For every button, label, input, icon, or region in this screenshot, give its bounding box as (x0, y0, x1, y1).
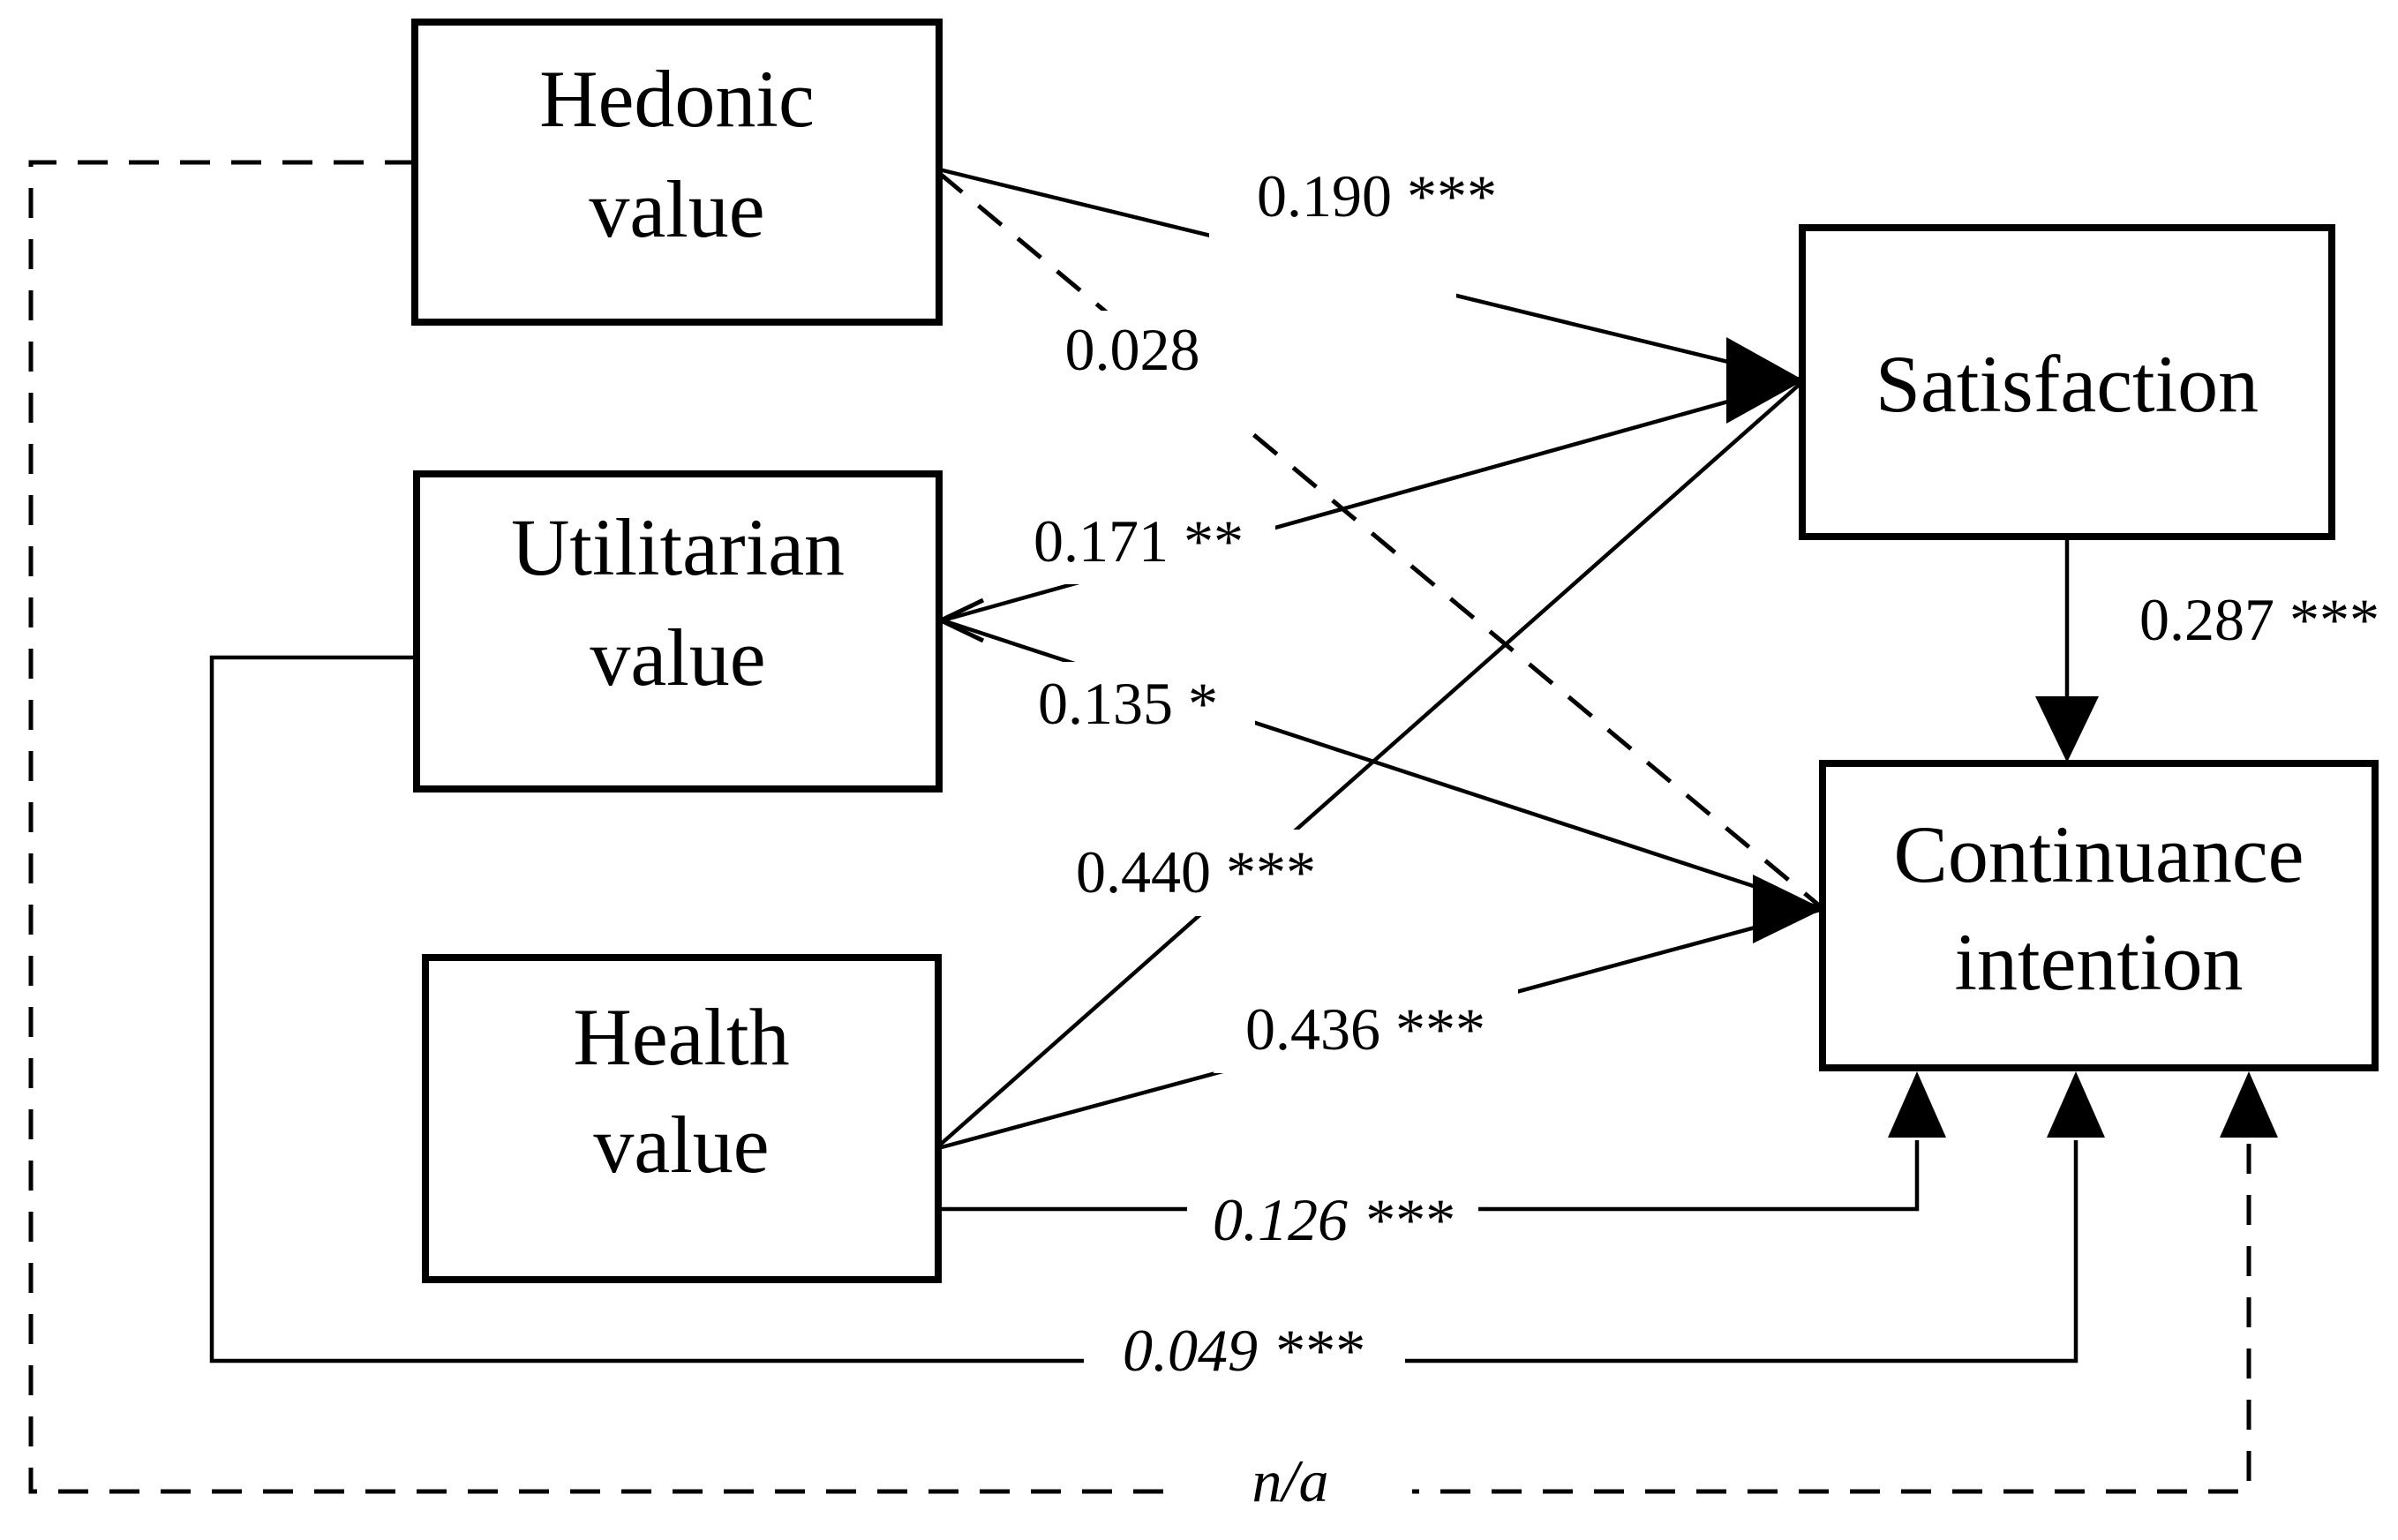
utilitarian-label-line1: Utilitarian (511, 502, 845, 592)
hedonic-box (411, 19, 943, 326)
arrowheads (936, 337, 2278, 1138)
utilitarian-right-chevron-arrowhead (936, 597, 985, 643)
hedonic-label-line1: Hedonic (539, 54, 815, 144)
label-bg-na (1183, 1435, 1412, 1529)
coefficient-labels: 0.190 *** 0.028 0.171 ** 0.135 * 0.440 *… (1011, 150, 2379, 1529)
satisfaction-label: Satisfaction (1876, 339, 2259, 429)
label-bg-0135 (1015, 662, 1255, 747)
continuance-label-line2: intention (1954, 917, 2243, 1007)
path-health-satisfaction-line (936, 379, 1806, 1148)
health-label-line2: value (593, 1100, 769, 1190)
coef-health-satisfaction: 0.440 *** (1076, 838, 1316, 905)
utilitarian-label-line2: value (590, 612, 765, 702)
label-bg-0190 (1209, 150, 1456, 300)
coef-utilitarian-satisfaction: 0.171 ** (1034, 507, 1244, 575)
coef-hedonic-continuance-na: n/a (1252, 1447, 1329, 1514)
connectors (28, 160, 2251, 1494)
coef-utilitarian-continuance-direct: 0.049 *** (1123, 1317, 1363, 1384)
satisfaction-box (1799, 224, 2335, 540)
coef-health-continuance-direct: 0.126 *** (1213, 1186, 1453, 1253)
label-bg-0126 (1187, 1172, 1478, 1266)
satisfaction-left-arrowhead (1726, 337, 1804, 424)
path-hedonic-continuance-line (937, 171, 1825, 911)
path-utilitarian-continuance-elbow (209, 655, 2079, 1363)
label-bg-0440 (1046, 830, 1350, 916)
utilitarian-box (413, 470, 943, 793)
continuance-left-arrowhead (1753, 875, 1823, 943)
health-box (422, 954, 942, 1283)
node-continuance-intention: Continuance intention (1819, 760, 2379, 1071)
coef-utilitarian-continuance: 0.135 * (1038, 670, 1218, 737)
continuance-label-line1: Continuance (1894, 809, 2304, 899)
coef-hedonic-continuance: 0.028 (1065, 316, 1200, 383)
continuance-box (1819, 760, 2379, 1071)
continuance-bottom-arrowhead-2 (2047, 1071, 2105, 1138)
hedonic-label-line2: value (589, 164, 764, 254)
continuance-top-arrowhead (2035, 696, 2099, 762)
coef-satisfaction-continuance: 0.287 *** (2139, 586, 2379, 653)
node-health-value: Health value (422, 954, 942, 1283)
coef-health-continuance: 0.436 *** (1245, 995, 1485, 1063)
label-bg-0049 (1084, 1303, 1405, 1398)
label-bg-0028 (1041, 311, 1262, 425)
label-bg-0436 (1214, 987, 1518, 1073)
node-utilitarian-value: Utilitarian value (413, 470, 943, 793)
node-satisfaction: Satisfaction (1799, 224, 2335, 540)
coef-hedonic-satisfaction: 0.190 *** (1257, 162, 1497, 229)
node-hedonic-value: Hedonic value (411, 19, 943, 326)
label-bg-0171 (1011, 500, 1275, 584)
continuance-bottom-arrowhead-1 (1888, 1071, 1946, 1138)
path-hedonic-continuance-dashed-elbow (28, 160, 2251, 1494)
continuance-bottom-arrowhead-3 (2220, 1071, 2278, 1138)
health-label-line1: Health (573, 992, 789, 1082)
